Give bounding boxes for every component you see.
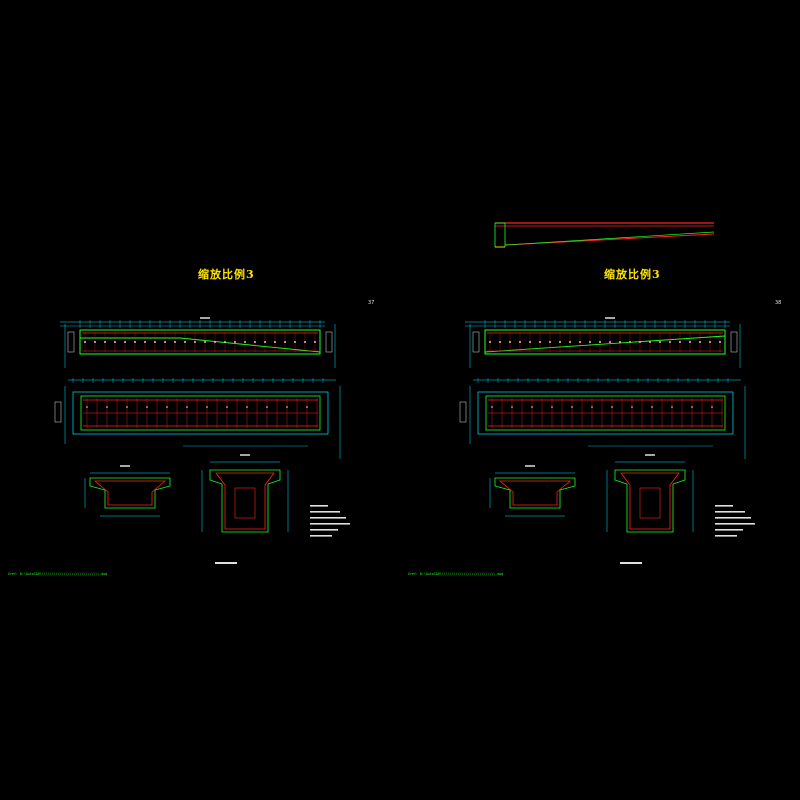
drawing-caption bbox=[620, 562, 642, 564]
girder-plan bbox=[459, 378, 746, 459]
sheet-1-xref-path: Xref: D:\AutoCAD\\\\\\\\\\\\\\\\\\\\\\\\… bbox=[8, 572, 108, 576]
drawing-sheet-1 bbox=[54, 317, 350, 564]
notes-block bbox=[715, 505, 755, 537]
sheet-1-title: 缩放比例3 bbox=[198, 268, 255, 281]
sheet-2-title: 缩放比例3 bbox=[604, 268, 661, 281]
key-plan-girder bbox=[494, 222, 715, 248]
cross-section-1 bbox=[84, 465, 171, 517]
cross-section-2 bbox=[606, 454, 694, 533]
cross-section-2 bbox=[201, 454, 289, 533]
notes-block bbox=[310, 505, 350, 537]
sheet-2-number: 38 bbox=[775, 300, 782, 306]
sheet-1-number: 37 bbox=[368, 300, 375, 306]
girder-elevation bbox=[465, 317, 741, 368]
girder-elevation bbox=[60, 317, 336, 368]
drawing-caption bbox=[215, 562, 237, 564]
cross-section-1 bbox=[489, 465, 576, 517]
drawing-sheet-2 bbox=[459, 317, 755, 564]
sheet-2-xref-path: Xref: D:\AutoCAD\\\\\\\\\\\\\\\\\\\\\\\\… bbox=[408, 572, 504, 576]
girder-plan bbox=[54, 378, 341, 459]
